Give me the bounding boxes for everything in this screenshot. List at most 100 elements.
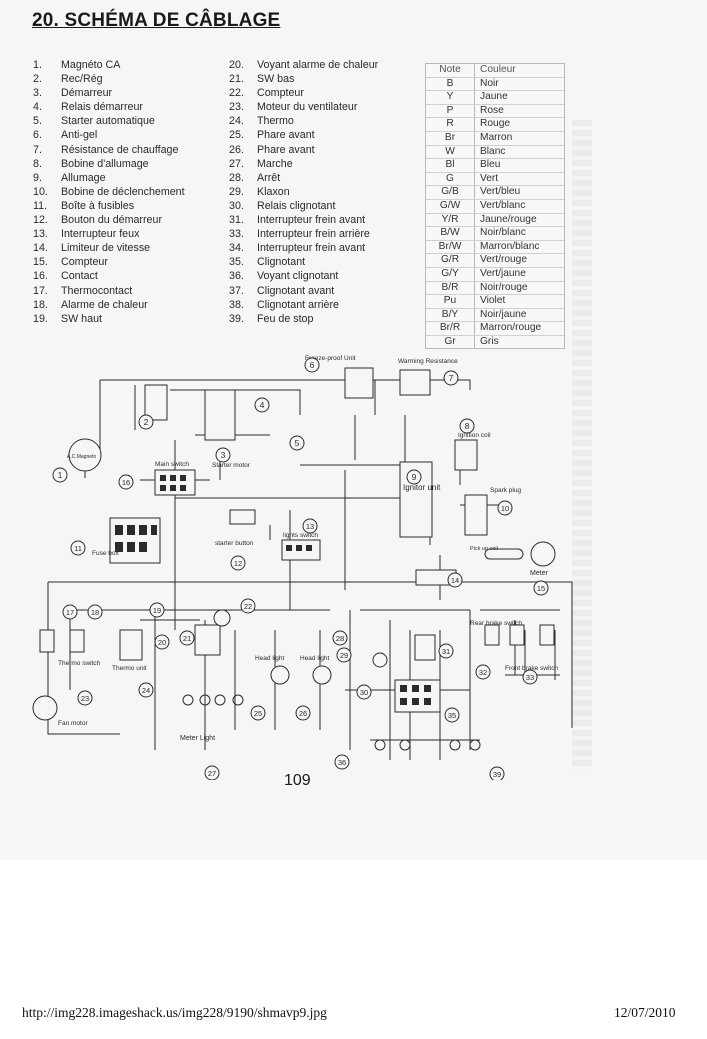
color-note-code: Y/R xyxy=(426,213,475,227)
spark-plug-label: Spark plug xyxy=(490,487,521,494)
legend-item-label: Voyant alarme de chaleur xyxy=(257,59,379,71)
legend-item-number: 22. xyxy=(229,87,244,100)
front-brake-switch-label: Front brake switch xyxy=(505,665,558,672)
color-note-code: R xyxy=(426,118,475,131)
legend-right-item: 21.SW bas xyxy=(229,72,378,86)
legend-right-item: 24.Thermo xyxy=(229,114,378,128)
callout-circle xyxy=(215,447,231,463)
callout-circle xyxy=(138,682,154,698)
wiring-diagram: Freeze-proof Unit Warming Resistance Ign… xyxy=(32,355,573,780)
footer-url: http://img228.imageshack.us/img228/9190/… xyxy=(22,1005,327,1020)
legend-item-number: 15. xyxy=(33,256,48,269)
legend-left-item: 11. Boîte à fusibles xyxy=(33,199,185,213)
color-name: Blanc xyxy=(480,145,506,157)
faded-side-text xyxy=(572,120,592,770)
legend-item-number: 26. xyxy=(229,143,244,156)
color-note-code: B/R xyxy=(426,281,475,295)
thermo-switch-label: Thermo switch xyxy=(58,660,101,667)
legend-item-label: Limiteur de vitesse xyxy=(61,242,151,255)
callout-circle xyxy=(250,705,266,721)
callout-number: 10 xyxy=(501,504,509,513)
legend-item-label: Klaxon xyxy=(257,185,290,198)
legend-item-number: 33. xyxy=(229,228,244,241)
callout-circle xyxy=(62,604,78,620)
callout-circle xyxy=(459,418,475,434)
color-name: Noir/jaune xyxy=(480,308,527,320)
color-name: Vert/blanc xyxy=(480,199,526,211)
legend-item-number: 14. xyxy=(33,242,48,255)
legend-right-item: 38.Clignotant arrière xyxy=(229,298,378,312)
callout-circle xyxy=(533,580,549,596)
ignitor-unit-label: Ignitor unit xyxy=(403,483,441,492)
legend-item-label: Phare avant xyxy=(257,129,315,142)
legend-right-item: 23.Moteur du ventilateur xyxy=(229,100,378,114)
callout-circle xyxy=(118,474,134,490)
color-note-code: Pu xyxy=(426,295,475,308)
legend-item-number: 35. xyxy=(229,256,244,269)
color-table-row: Pu Violet xyxy=(426,295,564,309)
legend-right-item: 36.Voyant clignotant xyxy=(229,269,378,283)
legend-left-item: 2.Rec/Rég xyxy=(33,72,185,86)
callout-circle xyxy=(336,647,352,663)
ignition-coil-label: Ignition coil xyxy=(458,432,491,439)
legend-item-label: Marche xyxy=(257,157,293,170)
legend-right-item: 30.Relais clignotant xyxy=(229,199,378,213)
color-name: Noir xyxy=(480,77,499,89)
callout-circle xyxy=(52,467,68,483)
legend-item-number: 19. xyxy=(33,312,48,325)
legend-item-number: 11. xyxy=(33,199,48,212)
callout-circle xyxy=(149,602,165,618)
legend-left-item: 1.Magnéto CA xyxy=(33,58,185,72)
callout-circle xyxy=(230,555,246,571)
callout-number: 11 xyxy=(74,544,82,553)
callout-number: 20 xyxy=(158,638,166,647)
legend-item-label: Feu de stop xyxy=(257,312,314,325)
callout-circle xyxy=(334,754,350,770)
color-name: Rose xyxy=(480,104,504,116)
color-note-code: Gr xyxy=(426,335,475,349)
callout-number: 28 xyxy=(336,634,344,643)
callout-circle xyxy=(444,707,460,723)
legend-left-item: 14. Limiteur de vitesse xyxy=(33,241,185,255)
legend-item-number: 8. xyxy=(33,157,42,170)
legend-item-label: Clignotant avant xyxy=(257,284,335,297)
callout-number: 31 xyxy=(442,647,450,656)
legend-item-label: Interrupteur frein avant xyxy=(257,242,366,255)
starter-button-label: starter button xyxy=(215,540,254,547)
callout-number: 22 xyxy=(244,602,252,611)
legend-left-item: 16. Contact xyxy=(33,269,185,283)
callout-circle xyxy=(497,500,513,516)
callout-circle xyxy=(302,518,318,534)
legend-item-label: Phare avant xyxy=(257,143,315,156)
color-name: Jaune xyxy=(480,91,508,103)
rear-brake-switch-label: Rear brake switch xyxy=(470,620,522,627)
legend-item-label: Boîte à fusibles xyxy=(61,199,135,212)
footer-date: 12/07/2010 xyxy=(614,1005,676,1020)
legend-item-label: Interrupteur frein avant xyxy=(257,214,366,227)
legend-item-label: Contact xyxy=(61,270,98,283)
legend-right-item: 34.Interrupteur frein avant xyxy=(229,241,378,255)
legend-item-number: 38. xyxy=(229,298,244,311)
legend-item-number: 6. xyxy=(33,129,42,142)
legend-left-item: 17.Thermocontact xyxy=(33,284,185,298)
legend-item-number: 28. xyxy=(229,171,244,184)
legend-item-number: 13. xyxy=(33,228,48,241)
legend-item-number: 24. xyxy=(229,115,244,128)
meter-label: Meter xyxy=(530,570,549,577)
color-name: Violet xyxy=(480,295,506,307)
color-note-code: G xyxy=(426,172,475,186)
callout-circle xyxy=(138,414,154,430)
color-name: Noir/blanc xyxy=(480,227,526,239)
legend-item-label: Voyant clignotant xyxy=(257,270,339,283)
legend-item-number: 16. xyxy=(33,270,48,283)
legend-right-item: 39.Feu de stop xyxy=(229,312,378,326)
legend-left-item: 10.Bobine de déclenchement xyxy=(33,185,185,199)
color-note-code: B/Y xyxy=(426,308,475,322)
